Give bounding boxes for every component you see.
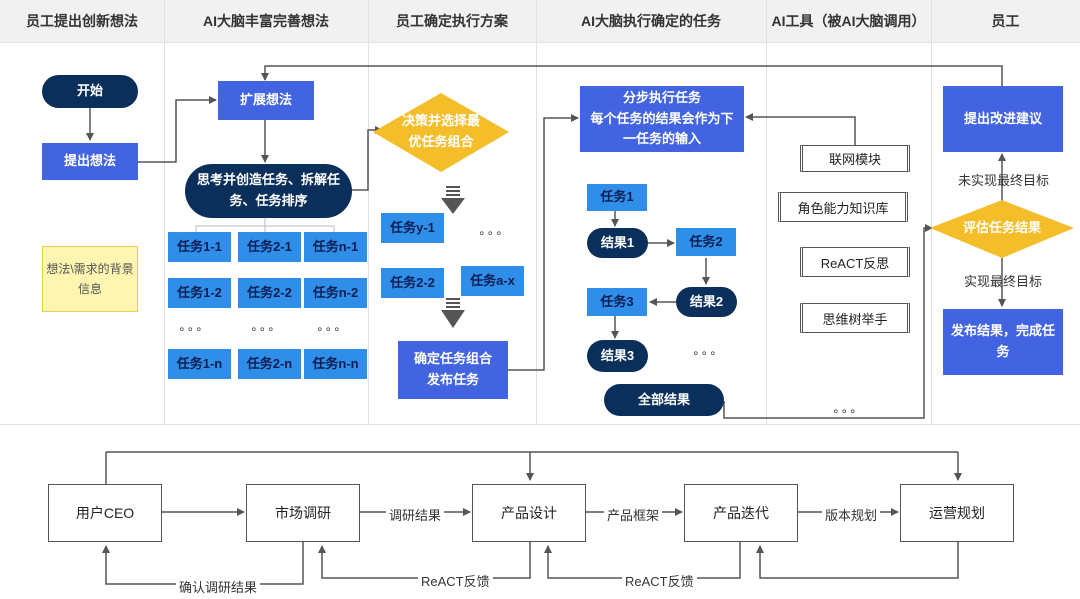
lane-divider: [931, 0, 932, 425]
role-knowledge-module: 角色能力知识库: [778, 192, 908, 222]
edge-label: 产品框架: [604, 505, 663, 524]
lane-divider: [164, 0, 165, 425]
task-doc: 任务2-2: [238, 278, 301, 308]
task-doc: 任务2-n: [238, 349, 301, 379]
lane-header-employee-idea: 员工提出创新想法: [0, 0, 164, 43]
ellipsis: ∘∘∘: [692, 346, 718, 360]
not-achieved-label: 未实现最终目标: [958, 173, 1050, 188]
result-node: 结果1: [587, 228, 648, 258]
improve-suggestion-box: 提出改进建议: [943, 86, 1063, 152]
expand-idea-box: 扩展想法: [218, 81, 314, 120]
edge-label: 版本规划: [822, 505, 881, 524]
start-node: 开始: [42, 75, 138, 108]
feedback-label: 确认调研结果: [176, 577, 261, 596]
task-doc: 任务n-n: [304, 349, 367, 379]
decide-label: 决策并选择最优任务组合: [401, 113, 480, 149]
lane-header-employee: 员工: [931, 0, 1080, 43]
task-doc: 任务1: [587, 184, 647, 211]
task-doc: 任务2: [676, 228, 736, 256]
task-doc: 任务a-x: [461, 266, 524, 296]
task-doc: 任务1-n: [168, 349, 231, 379]
evaluate-label: 评估任务结果: [962, 219, 1041, 235]
lane-divider: [368, 0, 369, 425]
background-info-note: 想法\需求的背景信息: [42, 246, 138, 312]
lane-header-ai-execute: AI大脑执行确定的任务: [536, 0, 766, 43]
achieved-label: 实现最终目标: [964, 274, 1043, 289]
decision-diamond: [373, 93, 509, 172]
market-research-node: 市场调研: [246, 484, 360, 542]
product-design-node: 产品设计: [472, 484, 586, 542]
lane-divider: [766, 0, 767, 425]
ellipsis: ∘∘∘: [250, 322, 276, 336]
react-reflection-module: ReACT反思: [800, 247, 910, 277]
lane-header-employee-plan: 员工确定执行方案: [368, 0, 536, 43]
think-create-tasks-node: 思考并创造任务、拆解任务、任务排序: [185, 164, 352, 218]
tree-of-thought-module: 思维树举手: [800, 303, 910, 333]
lane-header-ai-enrich: AI大脑丰富完善想法: [164, 0, 368, 43]
task-doc: 任务1-2: [168, 278, 231, 308]
evaluate-diamond: [930, 200, 1074, 258]
user-ceo-node: 用户CEO: [48, 484, 162, 542]
ellipsis: ∘∘∘: [478, 226, 504, 240]
ellipsis: ∘∘∘: [178, 322, 204, 336]
ellipsis: ∘∘∘: [832, 404, 858, 418]
publish-results-box: 发布结果，完成任务: [943, 309, 1063, 375]
task-doc: 任务2-2: [381, 268, 444, 298]
step-execution-box: 分步执行任务每个任务的结果会作为下一任务的输入: [580, 86, 744, 152]
task-doc: 任务n-2: [304, 278, 367, 308]
lane-header-ai-tools: AI工具（被AI大脑调用）: [766, 0, 931, 43]
all-results-node: 全部结果: [604, 384, 724, 416]
edge-label: 调研结果: [386, 505, 445, 524]
feedback-label: ReACT反馈: [622, 571, 697, 590]
ellipsis: ∘∘∘: [316, 322, 342, 336]
feedback-label: ReACT反馈: [418, 571, 493, 590]
task-doc: 任务n-1: [304, 232, 367, 262]
confirm-publish-box: 确定任务组合发布任务: [398, 341, 508, 399]
result-node: 结果3: [587, 340, 648, 372]
lane-divider: [536, 0, 537, 425]
task-doc: 任务y-1: [381, 213, 444, 243]
product-iteration-node: 产品迭代: [684, 484, 798, 542]
task-doc: 任务3: [587, 288, 647, 316]
swimlane-bottom-border: [0, 424, 1080, 425]
network-module: 联网模块: [800, 145, 910, 172]
task-doc: 任务1-1: [168, 232, 231, 262]
operation-planning-node: 运营规划: [900, 484, 1014, 542]
propose-idea-box: 提出想法: [42, 143, 138, 180]
task-doc: 任务2-1: [238, 232, 301, 262]
result-node: 结果2: [676, 287, 737, 317]
